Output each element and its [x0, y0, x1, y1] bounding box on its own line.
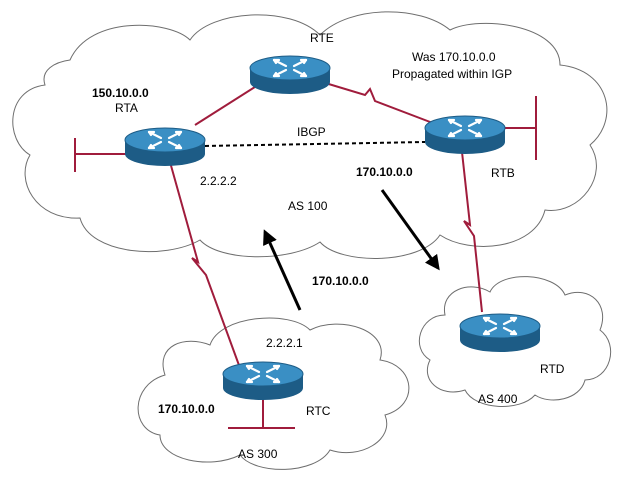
- annotation-line-1: Was 170.10.0.0: [412, 50, 496, 64]
- router-rtd[interactable]: [458, 312, 542, 354]
- as-label-300: AS 300: [238, 447, 278, 461]
- router-label-rtb: RTB: [491, 166, 515, 180]
- router-rtb[interactable]: [423, 114, 507, 156]
- network-label-rta: 150.10.0.0: [92, 86, 149, 100]
- as-label-400: AS 400: [478, 392, 518, 406]
- advert-arrow-rtc-to-rta: [263, 229, 302, 311]
- router-rte[interactable]: [248, 54, 332, 96]
- network-label-rtb-advertised: 170.10.0.0: [356, 165, 413, 179]
- network-label-rtc-advertised: 170.10.0.0: [312, 274, 369, 288]
- router-label-rte: RTE: [310, 31, 334, 45]
- annotation-line-2: Propagated within IGP: [392, 67, 512, 81]
- address-label-rtc: 2.2.2.1: [266, 336, 303, 350]
- as-label-100: AS 100: [288, 199, 328, 213]
- router-label-rtc: RTC: [306, 404, 331, 418]
- ibgp-label: IBGP: [297, 125, 326, 139]
- address-label-rta: 2.2.2.2: [200, 174, 237, 188]
- ibgp-link: [204, 141, 426, 147]
- network-label-rtc: 170.10.0.0: [158, 402, 215, 416]
- router-rtc[interactable]: [221, 360, 305, 402]
- router-rta[interactable]: [123, 126, 207, 168]
- link-rtb-rtd: [461, 151, 483, 313]
- link-rte-rtb: [321, 81, 439, 126]
- link-rta-rtc: [169, 161, 241, 369]
- as100-cloud: [12, 11, 608, 259]
- advert-arrow-rtb-to-rtd: [380, 189, 440, 271]
- link-rta-rte: [194, 84, 259, 126]
- router-label-rtd: RTD: [540, 362, 565, 376]
- router-label-rta: RTA: [115, 101, 138, 115]
